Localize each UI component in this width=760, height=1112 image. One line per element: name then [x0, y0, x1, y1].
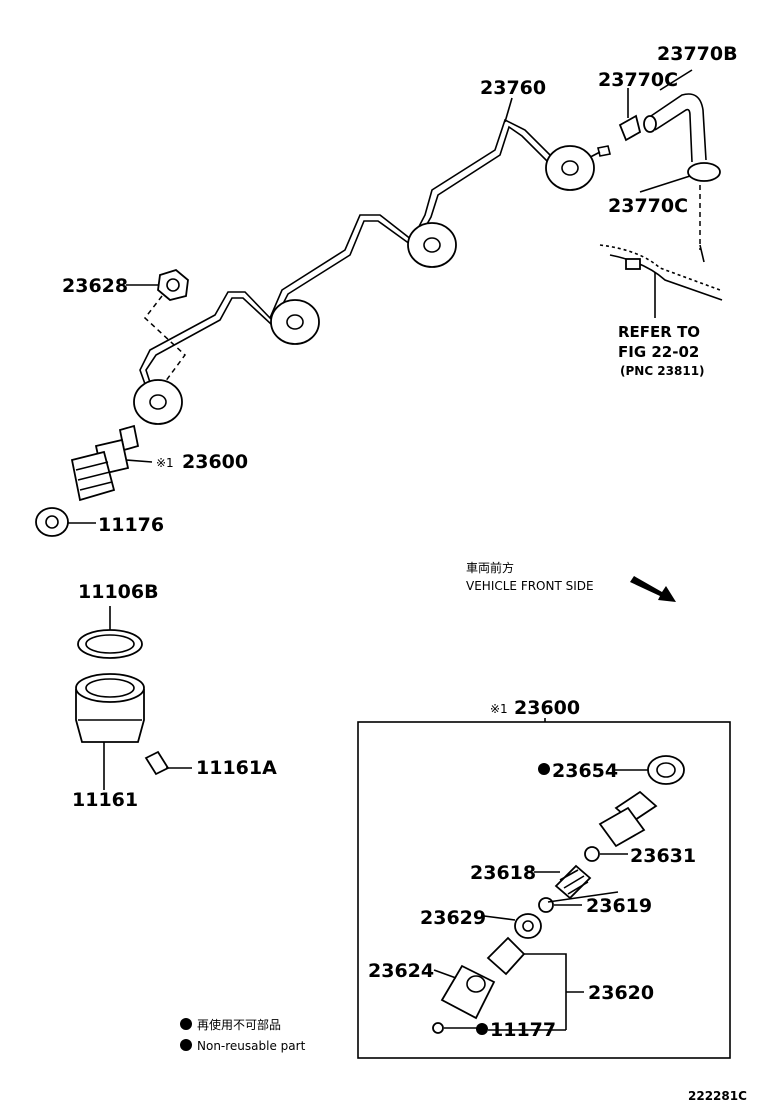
- refer-line-3: (PNC 23811): [620, 364, 705, 378]
- leader-23770b: [659, 69, 693, 91]
- label-23628: 23628: [62, 275, 128, 297]
- clip-23770c-upper: [618, 114, 642, 142]
- o-ring-11177: [432, 1022, 478, 1034]
- figure-code: 222281C: [688, 1089, 747, 1103]
- banjo-fitting-3: [407, 222, 457, 268]
- front-arrow-icon: [630, 576, 676, 602]
- pin-11161a: [144, 750, 192, 776]
- nozzle-nut-23624: [433, 964, 496, 1020]
- clip-23770c-lower: [687, 162, 721, 182]
- ball-23631: [584, 846, 628, 862]
- leader-23619-tie: [547, 891, 619, 903]
- fuel-line-reference: [599, 244, 723, 318]
- non-reusable-marker: [476, 1023, 488, 1035]
- hose-23770b: [643, 93, 707, 163]
- nut-guide-dash: [143, 295, 187, 383]
- banjo-fitting-1: [133, 379, 183, 425]
- label-11177: 11177: [490, 1019, 556, 1041]
- banjo-fitting-4: [545, 145, 595, 191]
- leader-23760: [504, 97, 513, 123]
- injector-23600: [70, 424, 153, 502]
- spacer-23629: [483, 913, 542, 939]
- label-23624: 23624: [368, 960, 434, 982]
- label-11176: 11176: [98, 514, 164, 536]
- label-11161: 11161: [72, 789, 138, 811]
- legend-jp: 再使用不可部品: [197, 1017, 281, 1032]
- nut-23628: [157, 268, 189, 301]
- washer-23654: [612, 755, 685, 785]
- label-23654: 23654: [552, 760, 618, 782]
- refer-line-1: REFER TO: [618, 323, 700, 341]
- label-23619: 23619: [586, 895, 652, 917]
- label-23629: 23629: [420, 907, 486, 929]
- box-title-mark: ※1: [490, 702, 508, 716]
- label-23600-mark: ※1: [156, 456, 174, 470]
- label-11106b: 11106B: [78, 581, 159, 603]
- label-23770b: 23770B: [657, 43, 738, 65]
- spring-23618: [534, 864, 592, 900]
- holder-11161: [75, 673, 145, 790]
- label-23600: 23600: [182, 451, 248, 473]
- box-title: 23600: [514, 697, 580, 719]
- non-reusable-marker: [538, 763, 550, 775]
- label-23618: 23618: [470, 862, 536, 884]
- seal-11106b: [77, 606, 143, 659]
- legend-en: Non-reusable part: [197, 1039, 306, 1053]
- injector-body: [598, 790, 658, 848]
- legend-marker-en: [180, 1039, 192, 1051]
- label-23620: 23620: [588, 982, 654, 1004]
- label-11161a: 11161A: [196, 757, 277, 779]
- front-en: VEHICLE FRONT SIDE: [466, 579, 594, 593]
- injector-detail-box: [357, 721, 731, 1059]
- label-23631: 23631: [630, 845, 696, 867]
- label-23770c-upper: 23770C: [598, 69, 678, 91]
- refer-line-2: FIG 22-02: [618, 343, 699, 361]
- legend-marker-jp: [180, 1018, 192, 1030]
- leader-23770c-lower: [639, 175, 691, 193]
- nozzle-23620: [486, 936, 584, 1031]
- banjo-fitting-2: [270, 299, 320, 345]
- label-23770c-lower: 23770C: [608, 195, 688, 217]
- label-23760: 23760: [480, 77, 546, 99]
- leak-pipe: [139, 118, 611, 399]
- gasket-11176: [35, 507, 96, 537]
- front-jp: 車両前方: [466, 560, 514, 575]
